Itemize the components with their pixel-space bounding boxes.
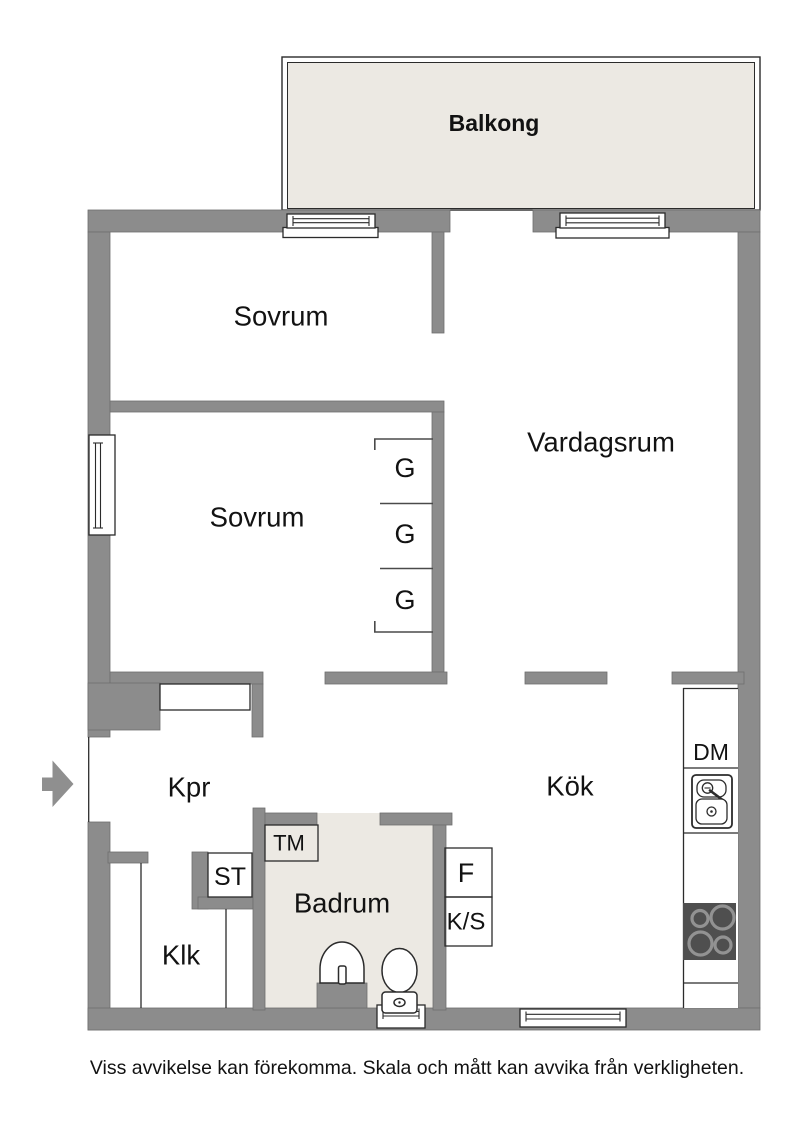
outer-wall-right [737,231,761,1009]
room-label-bathroom: Badrum [294,888,390,919]
wall-bathroom-east [432,824,447,1011]
balcony-floor [287,62,755,209]
washing-machine-box [264,824,319,862]
label-wardrobe-1: G [394,453,415,483]
windows [88,212,670,1029]
wall-bedroom1-bedroom2 [109,400,445,413]
wall-sink-pedestal [316,982,368,1009]
outer-wall-top-left [87,209,451,233]
entry-arrow-icon [42,760,74,807]
label-wardrobe-3: G [394,585,415,615]
toilet-icon [381,947,418,1014]
wardrobe-lines [373,438,433,633]
label-fridge-cooler: K/S [447,909,486,936]
label-freezer: F [458,858,475,888]
wall-bedroom2-south-left [109,671,264,685]
outer-wall-left-lower [87,821,111,1031]
room-label-kitchen: Kök [546,771,594,802]
cleaning-cabinet-box [207,852,253,898]
fridge-box [444,896,493,947]
wall-kitchen-top [671,671,745,685]
room-labels: Balkong Sovrum Sovrum Vardagsrum Kök Kpr… [162,110,729,971]
label-wardrobe-2: G [394,519,415,549]
room-label-bedroom-top: Sovrum [234,301,329,332]
wall-closet-bathroom [252,807,266,1011]
label-cleaning-cabinet: ST [214,863,246,891]
room-label-hallway: Kpr [168,772,211,803]
wall-closet-stub [107,851,149,864]
disclaimer-text: Viss avvikelse kan förekomma. Skala och … [90,1057,744,1079]
wall-hall-block [87,682,161,731]
hall-wardrobe-box [159,683,251,711]
label-washing-machine: TM [273,831,305,856]
window-kitchen-bottom [519,1008,627,1028]
room-label-walk-in-closet: Klk [162,940,200,971]
balcony [281,56,761,211]
wall-bathroom-north-left [264,812,318,826]
kitchen-counter [682,687,738,1008]
wall-bedroom2-living [431,411,445,673]
window-living-top [555,212,670,239]
wall-kitchen-living-stub [524,671,608,685]
window-bedroom2-left [88,434,116,536]
wall-bedroom1-living [431,231,445,334]
kitchen-sink-icon [691,774,733,829]
wall-bathroom-north-right [379,812,453,826]
room-label-bedroom-mid: Sovrum [210,502,305,533]
wall-hall-stub [251,683,264,738]
bathroom-fixtures [319,941,418,1014]
window-bedroom1-top [282,213,379,239]
wall-bedroom2-south-right [324,671,448,685]
label-dishwasher: DM [693,739,729,765]
stove-icon [683,903,736,960]
closet-rail-lines [140,863,227,1008]
room-label-balcony: Balkong [449,110,540,136]
sink-icon [319,941,365,985]
room-label-living-room: Vardagsrum [527,427,675,458]
wall-st-bottom [197,896,254,910]
